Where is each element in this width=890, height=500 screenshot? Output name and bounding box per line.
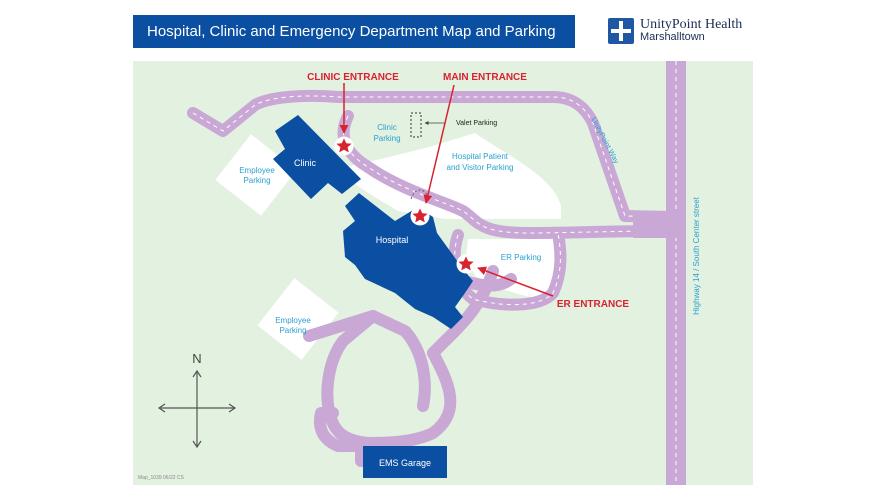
arrow-up-icon bbox=[192, 369, 202, 378]
star-icon bbox=[412, 208, 428, 223]
road-west-spur bbox=[314, 407, 367, 467]
employee-parking-top-lot bbox=[215, 134, 297, 216]
clinic-parking-label-2: Parking bbox=[373, 134, 400, 143]
clinic-building bbox=[273, 115, 361, 199]
compass-rose bbox=[157, 369, 237, 449]
brand-location: Marshalltown bbox=[640, 31, 705, 43]
map-footnote: Map_1039 06/22 CS bbox=[138, 475, 184, 481]
road-south-loop-a bbox=[303, 310, 431, 412]
visitor-parking-lot bbox=[338, 133, 561, 219]
clinic-entrance-label: CLINIC ENTRANCE bbox=[307, 72, 399, 83]
arrow-right-icon bbox=[228, 403, 237, 413]
valet-area bbox=[410, 112, 422, 138]
brand-name: UnityPoint Health bbox=[640, 17, 743, 32]
highway-label: Highway 14 / South Center street bbox=[692, 196, 701, 315]
clinic-entrance-marker bbox=[334, 136, 354, 156]
valet-parking-marker: Valet Parking bbox=[410, 112, 497, 138]
hospital-parking-label-1: Hospital Patient bbox=[452, 152, 509, 161]
map-canvas: Clinic Hospital EMS Garage Employee Park… bbox=[157, 61, 701, 485]
star-icon bbox=[336, 138, 352, 153]
er-entrance-marker bbox=[456, 254, 476, 274]
star-icon bbox=[458, 256, 474, 271]
valet-parking-label: Valet Parking bbox=[456, 120, 497, 127]
main-entrance-label: MAIN ENTRANCE bbox=[443, 72, 527, 83]
clinic-parking-label-1: Clinic bbox=[377, 123, 397, 132]
campus-map: Clinic Hospital EMS Garage Employee Park… bbox=[133, 61, 753, 485]
arrow-down-icon bbox=[192, 440, 202, 449]
er-parking-lot bbox=[466, 239, 563, 299]
employee-parking-bottom-label-1: Employee bbox=[275, 316, 311, 325]
entrance-markers bbox=[334, 136, 476, 274]
hospital-label: Hospital bbox=[376, 235, 409, 245]
road-south-spur bbox=[427, 265, 499, 359]
ems-garage-label: EMS Garage bbox=[379, 458, 431, 468]
employee-parking-top-label-2: Parking bbox=[243, 176, 270, 185]
arrow-left-icon bbox=[157, 403, 166, 413]
ems-garage-building bbox=[363, 446, 447, 478]
road-ems-approach bbox=[363, 347, 457, 449]
buildings bbox=[273, 115, 473, 478]
hospital-building bbox=[343, 193, 473, 329]
page-title: Hospital, Clinic and Emergency Departmen… bbox=[133, 15, 575, 48]
employee-parking-bottom-label-2: Parking bbox=[279, 326, 306, 335]
main-entrance-arrow bbox=[423, 84, 455, 204]
parking-lots bbox=[215, 133, 563, 360]
highway bbox=[633, 61, 686, 485]
er-parking-label: ER Parking bbox=[501, 253, 541, 262]
road-south-loop-b bbox=[321, 310, 379, 449]
clinic-label: Clinic bbox=[294, 158, 317, 168]
unitypoint-cross-icon bbox=[608, 18, 634, 44]
brand-logo: UnityPoint Health Marshalltown bbox=[608, 16, 742, 46]
highway-intersection bbox=[633, 211, 686, 238]
employee-parking-bottom-lot bbox=[257, 278, 339, 360]
compass-north-label: N bbox=[192, 351, 201, 366]
er-entrance-arrow bbox=[477, 266, 554, 297]
er-entrance-label: ER ENTRANCE bbox=[557, 299, 630, 310]
employee-parking-top-label-1: Employee bbox=[239, 166, 275, 175]
hospital-parking-label-2: and Visitor Parking bbox=[447, 163, 514, 172]
